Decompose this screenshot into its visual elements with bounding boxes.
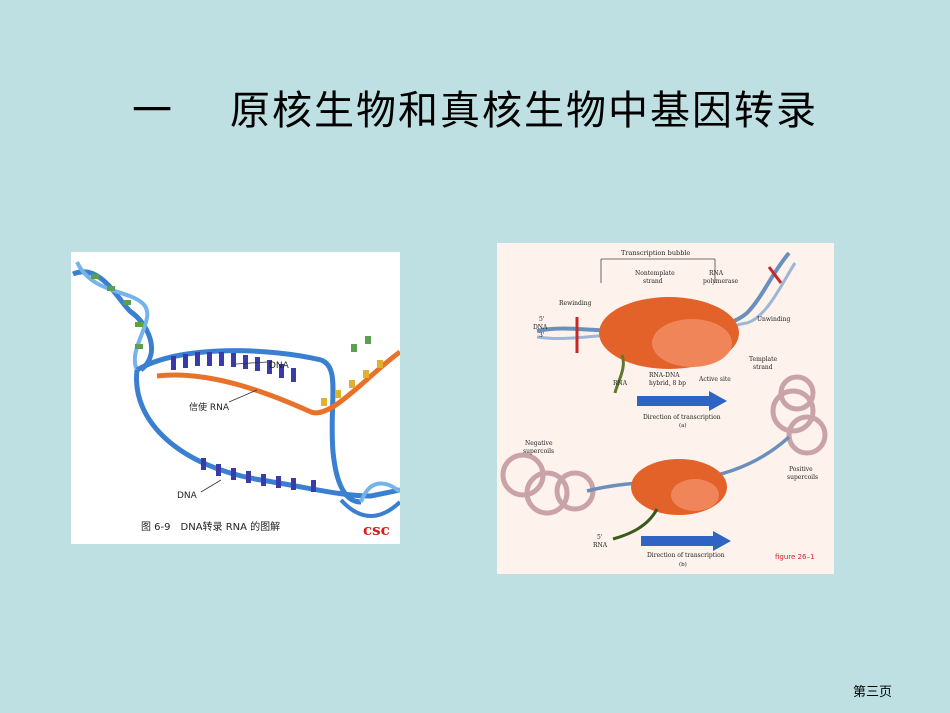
negative-label-1: Negative xyxy=(525,440,553,447)
rna-pol-label-2: polymerase xyxy=(703,278,739,285)
template-label-1: Template xyxy=(749,356,778,363)
csc-logo: csc xyxy=(363,521,390,539)
title-text: 原核生物和真核生物中基因转录 xyxy=(230,88,818,134)
panel-b-label: (b) xyxy=(679,561,687,568)
positive-label-2: supercoils xyxy=(787,474,818,481)
nucleotides-rna xyxy=(321,360,383,406)
slide-title: 一 原核生物和真核生物中基因转录 xyxy=(0,78,950,136)
negative-supercoils xyxy=(500,452,596,516)
dna-transcription-illustration: DNA 信使 RNA DNA 图 6-9 DNA转录 RNA 的图解 csc xyxy=(72,261,400,539)
figure-ref-label: figure 26–1 xyxy=(775,553,814,561)
nontemplate-strand-label: strand xyxy=(643,278,663,285)
rna-dna-label-1: RNA-DNA xyxy=(649,372,680,379)
direction-label-a: Direction of transcription xyxy=(643,414,721,421)
rna-b-label-1: 5' xyxy=(597,534,603,541)
nucleotides-lower xyxy=(201,458,316,492)
unwinding-label: Unwinding xyxy=(757,316,790,323)
helix-strand-c xyxy=(359,481,400,503)
mrna-label: 信使 RNA xyxy=(189,401,230,413)
figure-caption: 图 6-9 DNA转录 RNA 的图解 xyxy=(141,520,280,533)
positive-label-1: Positive xyxy=(789,466,813,473)
rna-transcript-b xyxy=(612,508,659,541)
rewinding-label: Rewinding xyxy=(559,300,592,307)
three-prime-label: 3' xyxy=(539,332,545,339)
five-prime-label: 5' xyxy=(539,316,545,323)
dna-transcription-figure: DNA 信使 RNA DNA 图 6-9 DNA转录 RNA 的图解 csc xyxy=(71,252,400,544)
bubble-label: Transcription bubble xyxy=(621,249,690,257)
direction-arrow-a xyxy=(637,396,709,406)
panel-a-label: (a) xyxy=(679,422,687,429)
transcription-bubble-illustration: Transcription bubble Nontemplate strand … xyxy=(500,249,828,568)
dna-top-label: DNA xyxy=(269,361,290,371)
nucleotides-upper xyxy=(171,352,296,382)
unwinding-arrow xyxy=(767,266,783,284)
direction-label-b: Direction of transcription xyxy=(647,552,725,559)
rna-dna-label-2: hybrid, 8 bp xyxy=(649,380,686,387)
rna-pol-label-1: RNA xyxy=(709,270,724,277)
dna-label: DNA xyxy=(533,324,548,331)
mrna-strand xyxy=(156,349,400,416)
positive-supercoils xyxy=(770,374,828,456)
nucleotides-helix xyxy=(91,274,371,352)
dna-upper-strand xyxy=(135,348,362,505)
dna-bottom-label: DNA xyxy=(177,491,198,501)
template-label-2: strand xyxy=(753,364,773,371)
rna-b-label-2: RNA xyxy=(593,542,608,549)
transcription-bubble-figure: Transcription bubble Nontemplate strand … xyxy=(497,243,834,574)
nontemplate-label: Nontemplate xyxy=(635,270,675,277)
rna-transcript-a xyxy=(613,354,625,394)
negative-label-2: supercoils xyxy=(523,448,554,455)
direction-arrow-b xyxy=(641,536,713,546)
dna-lower-strand xyxy=(134,369,400,499)
active-site-label: Active site xyxy=(698,376,731,383)
helix-strand-d xyxy=(339,498,400,518)
page-number: 第三页 xyxy=(852,685,892,700)
title-number: 一 xyxy=(132,88,174,134)
rna-label-a: RNA xyxy=(613,380,628,387)
